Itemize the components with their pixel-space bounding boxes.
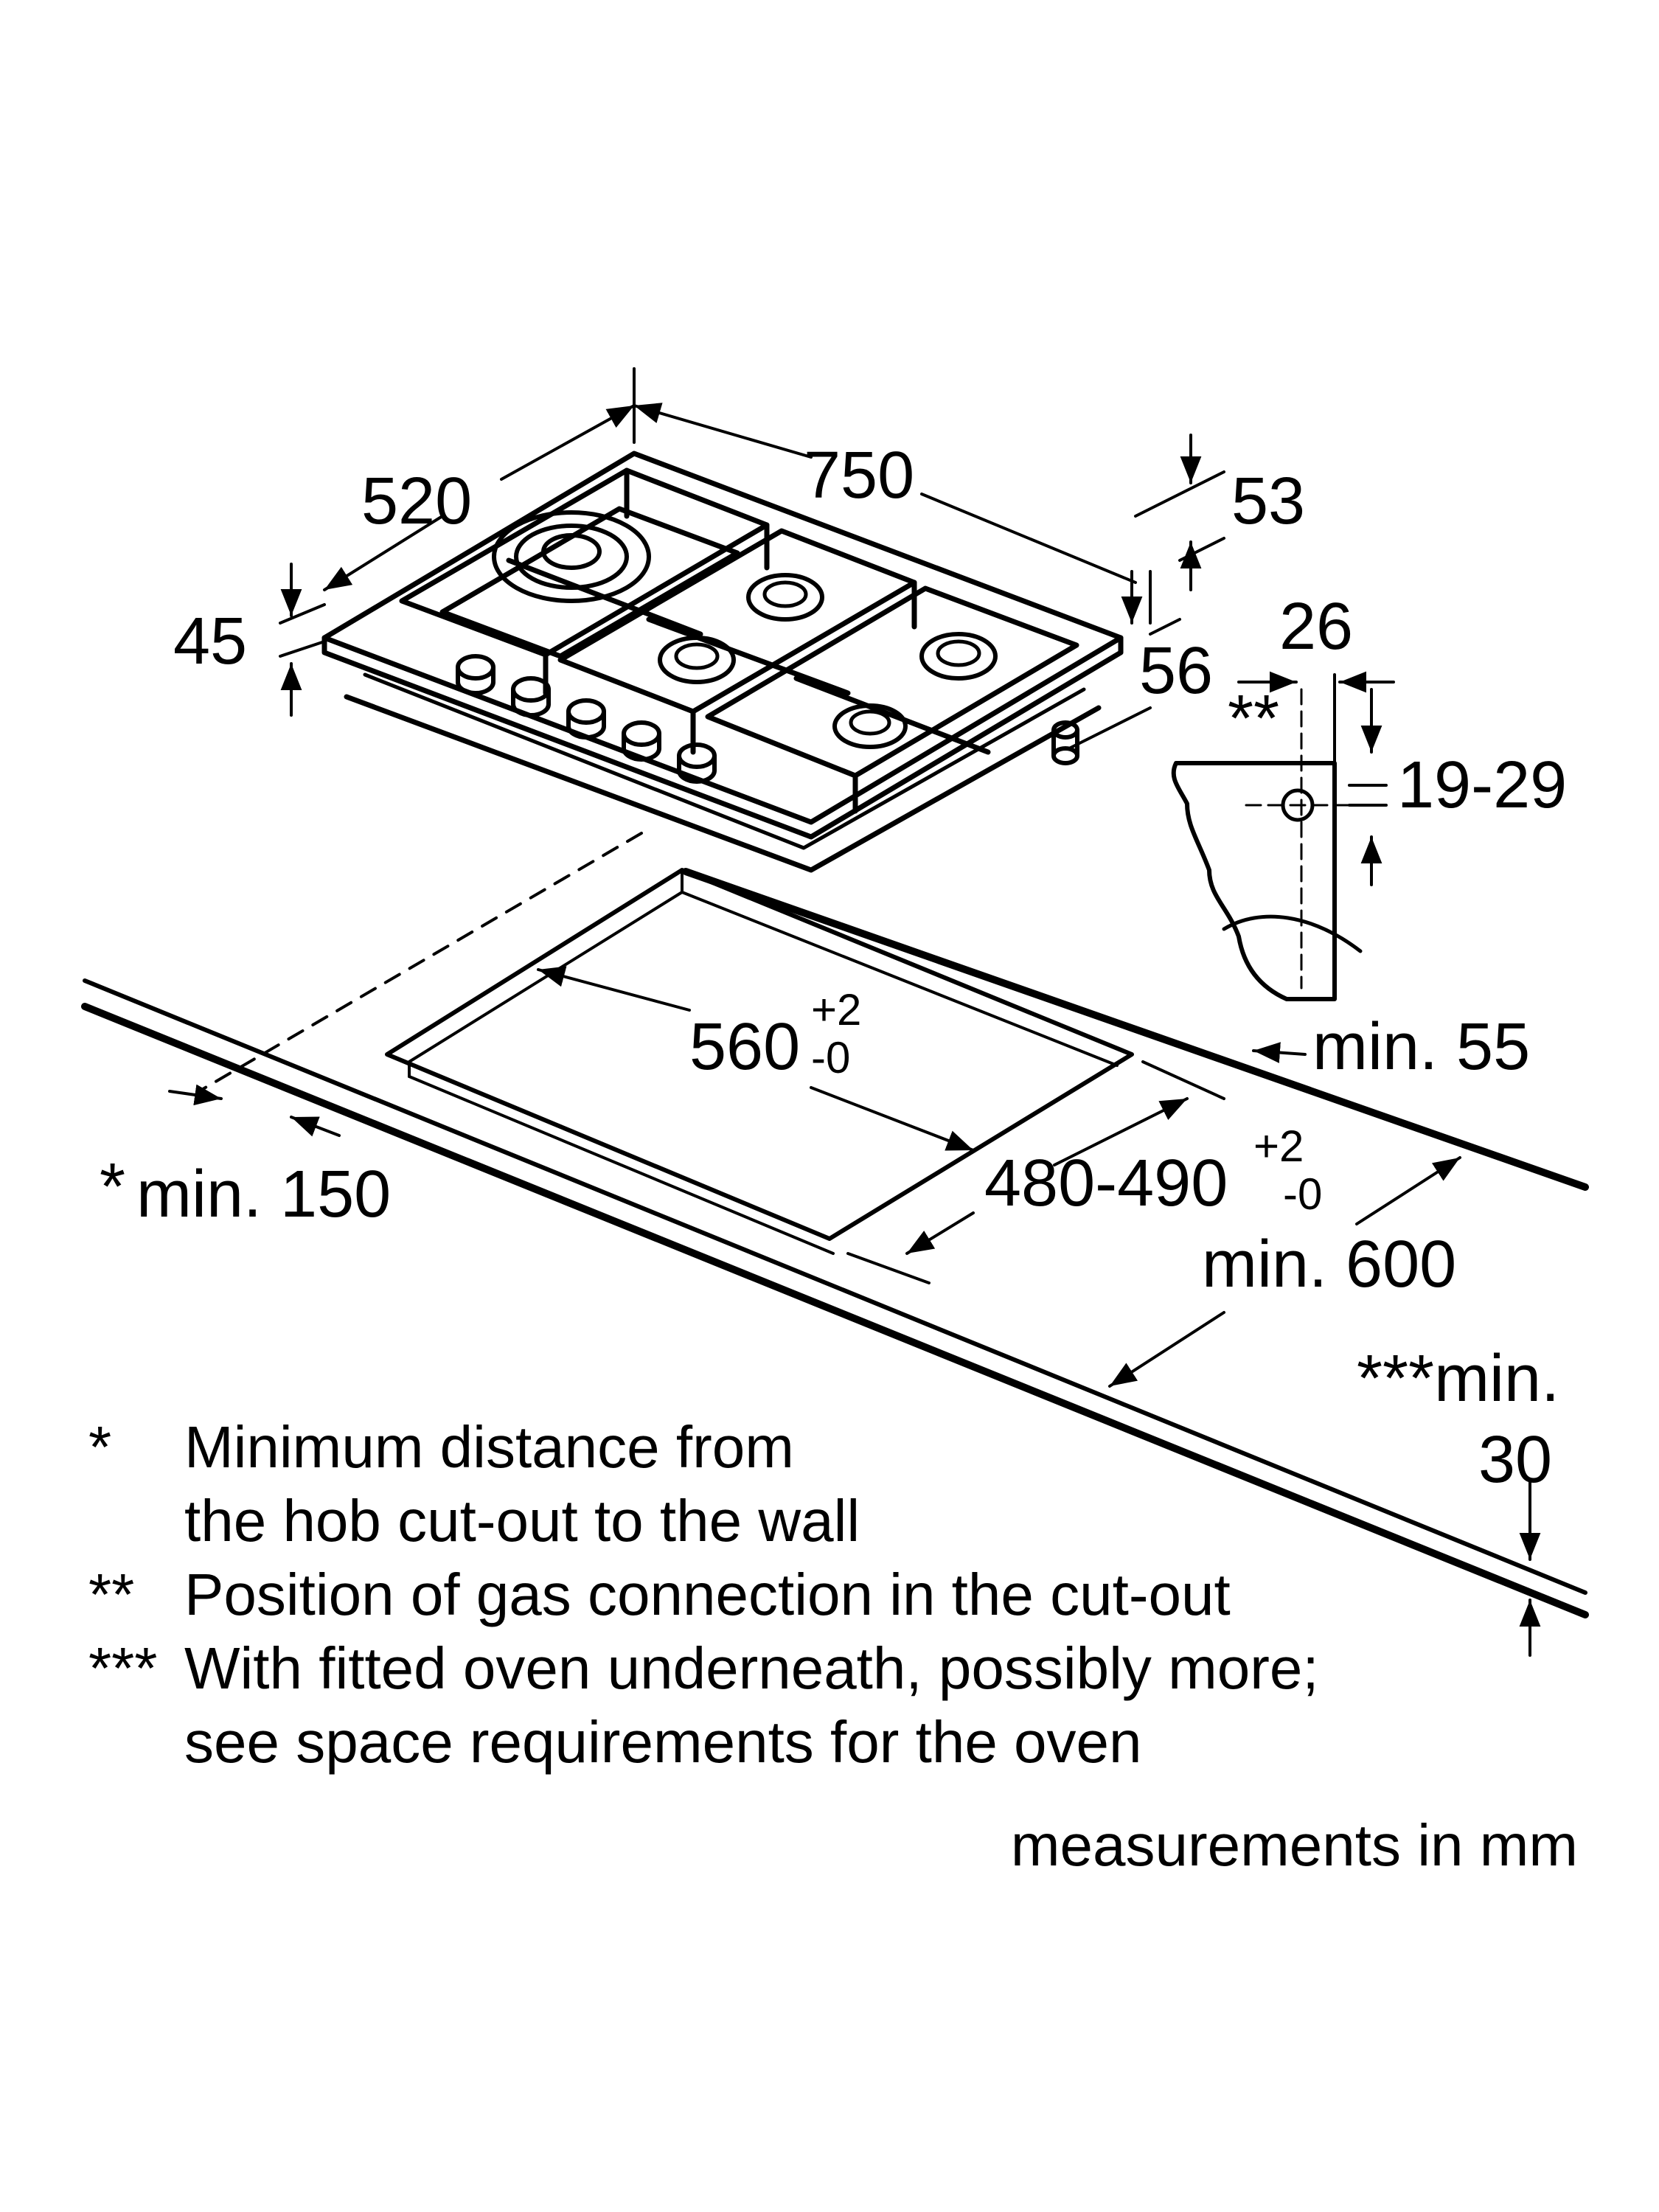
note-3-line-2: see space requirements for the oven [184,1709,1142,1775]
hob-front-edge [321,635,1124,840]
dim-cutout-depth-tol-minus: -0 [1283,1169,1322,1219]
note-1-marker: * [88,1414,111,1480]
dim-26: 26 [1279,590,1353,664]
burner-right-back [919,632,998,681]
wall-reference-line [198,832,643,1093]
dim-width-750: 750 [804,439,914,512]
units-note: measurements in mm [1011,1812,1578,1878]
gas-connection-detail [1171,671,1395,1001]
hob-tray-edge [363,672,1086,850]
dim-cutout-width: 560 [689,1010,800,1084]
control-knobs [456,654,717,784]
note-3-line-1: With fitted oven underneath, possibly mo… [184,1635,1319,1701]
footnotes: * Minimum distance from the hob cut-out … [88,1414,1319,1775]
note-2-line-1: Position of gas connection in the cut-ou… [184,1562,1231,1627]
dim-min-600: min. 600 [1202,1228,1456,1301]
hob-drawing [321,451,1124,873]
dim-min-30-value: 30 [1478,1423,1552,1497]
dim-height-45: 45 [173,605,247,678]
gas-connection-marker: ** [1228,682,1279,756]
dim-min-150-marker: * [100,1150,125,1224]
dim-depth-520: 520 [361,465,472,538]
dim-cutout-width-tol-plus: +2 [811,985,861,1034]
dim-cutout-depth: 480-490 [984,1147,1228,1220]
note-1-line-1: Minimum distance from [184,1414,794,1480]
burner-middle-front [658,636,736,684]
burner-wok [492,510,651,603]
note-3-marker: *** [88,1635,157,1701]
dim-min-150: min. 150 [136,1158,391,1231]
dim-53: 53 [1231,465,1305,538]
hob-underside [344,694,1102,873]
burner-right-front [832,703,908,749]
worktop-section-profile [1171,761,1337,1001]
burner-middle-back [746,573,824,622]
worktop-edges [81,868,1589,1618]
cutout-inner-edge [681,891,1119,1067]
dimension-lines-cutout [168,966,1541,1657]
dim-min-55: min. 55 [1312,1010,1530,1084]
dim-min-30-label: ***min. [1357,1342,1559,1416]
dim-19-29: 19-29 [1397,748,1567,822]
dim-cutout-width-tol-minus: -0 [811,1033,850,1082]
pan-supports [399,467,1079,814]
note-1-line-2: the hob cut-out to the wall [184,1488,860,1554]
dimension-lines-hob [279,367,1225,750]
dim-56: 56 [1139,634,1213,708]
dim-cutout-depth-tol-plus: +2 [1253,1121,1304,1171]
cutout-outer-edge [385,868,1134,1241]
note-2-marker: ** [88,1562,134,1627]
